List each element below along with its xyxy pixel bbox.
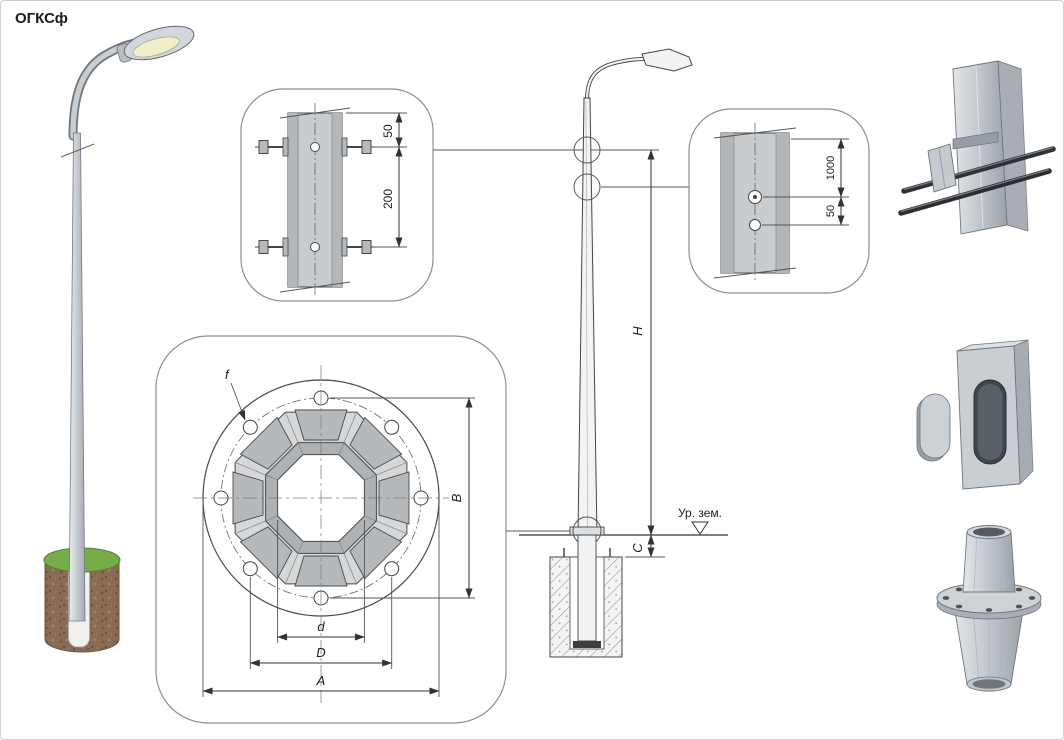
dim-label-200: 200 bbox=[381, 189, 395, 209]
door-cover bbox=[919, 393, 951, 459]
page-title: ОГКСф bbox=[15, 10, 68, 27]
dim-label-D: D bbox=[316, 645, 325, 660]
dim-label-f: f bbox=[225, 367, 230, 382]
lamp-head bbox=[116, 25, 195, 63]
flange-top-view: f B d D A bbox=[155, 335, 573, 724]
dim-label-H: H bbox=[630, 326, 645, 336]
embedded-pole bbox=[577, 534, 597, 642]
callout-circle-upper bbox=[573, 136, 601, 164]
render-base-shell bbox=[936, 525, 1042, 692]
break-line-top bbox=[279, 107, 351, 119]
bolt-row-lower bbox=[255, 237, 375, 257]
earthing-rod-2 bbox=[898, 168, 1052, 216]
break-mark bbox=[60, 143, 95, 158]
dim-label-B: B bbox=[449, 493, 464, 502]
luminaire-2d bbox=[641, 48, 693, 72]
dim-label-C: C bbox=[630, 543, 645, 553]
leader-f bbox=[230, 382, 246, 421]
tube-facet-edges bbox=[265, 442, 377, 554]
dim-label-d: d bbox=[317, 619, 325, 634]
earthing-rod-1 bbox=[901, 146, 1056, 194]
dim-label-1000: 1000 bbox=[825, 156, 837, 180]
lamp-arm-2d bbox=[585, 57, 645, 101]
break-line-bottom bbox=[279, 281, 351, 293]
pole-3d-render bbox=[43, 25, 195, 653]
embedded-pole-endplate bbox=[573, 641, 601, 648]
detail-plate-front: 1000 50 bbox=[688, 108, 870, 294]
plate-facet-edges bbox=[234, 411, 408, 585]
base-flange-2d bbox=[569, 526, 605, 536]
bolt-row-upper bbox=[255, 137, 375, 157]
detail-plate-side: 50 200 bbox=[240, 88, 659, 302]
dim-label-50b: 50 bbox=[825, 205, 837, 217]
render-banding-clamp bbox=[898, 60, 1056, 235]
break-line-top bbox=[713, 127, 797, 139]
dim-label-50: 50 bbox=[381, 124, 395, 138]
break-line-bottom bbox=[713, 267, 797, 279]
pole-elevation: Ур. зем. H C bbox=[519, 48, 728, 658]
ground-label: Ур. зем. bbox=[678, 506, 722, 520]
level-mark-icon bbox=[691, 521, 709, 535]
hole-front bbox=[749, 219, 761, 231]
callout-circle-lower bbox=[573, 173, 601, 201]
render-access-door bbox=[916, 339, 1034, 490]
dim-label-A: A bbox=[316, 673, 326, 688]
pole-shaft-3d bbox=[68, 132, 86, 622]
base-stub bbox=[962, 531, 1016, 593]
band-strap bbox=[952, 131, 999, 150]
lamp-lens bbox=[132, 36, 180, 58]
